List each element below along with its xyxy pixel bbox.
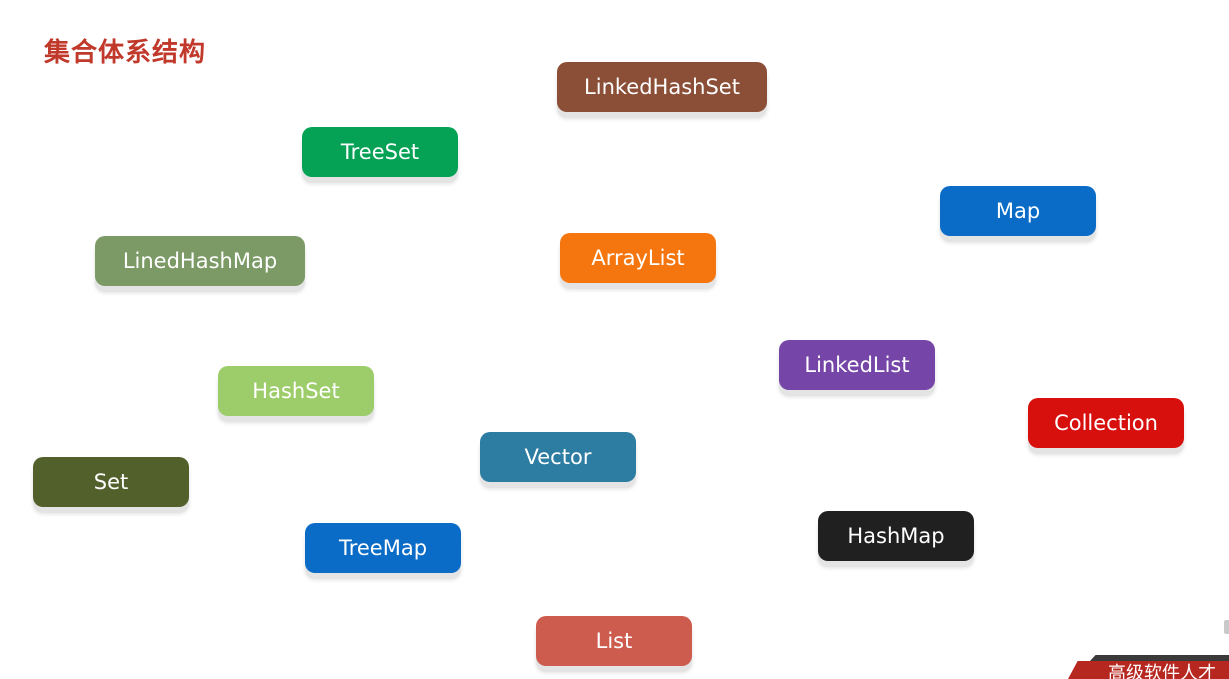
edge-decoration — [1224, 620, 1229, 634]
page-title: 集合体系结构 — [44, 38, 207, 68]
node-treeset: TreeSet — [302, 127, 458, 177]
node-set: Set — [33, 457, 189, 507]
node-collection: Collection — [1028, 398, 1184, 448]
node-vector: Vector — [480, 432, 636, 482]
node-linkedlist: LinkedList — [779, 340, 935, 390]
node-map: Map — [940, 186, 1096, 236]
node-hashmap: HashMap — [818, 511, 974, 561]
footer-logo-band: 高级软件人才 — [1068, 661, 1229, 679]
node-treemap: TreeMap — [305, 523, 461, 573]
node-list: List — [536, 616, 692, 666]
node-linkedhashset: LinkedHashSet — [557, 62, 767, 112]
node-arraylist: ArrayList — [560, 233, 716, 283]
footer-logo-text: 高级软件人才 — [1108, 663, 1216, 679]
footer-band-shadow — [1090, 655, 1229, 661]
node-linedhashmap: LinedHashMap — [95, 236, 305, 286]
node-hashset: HashSet — [218, 366, 374, 416]
